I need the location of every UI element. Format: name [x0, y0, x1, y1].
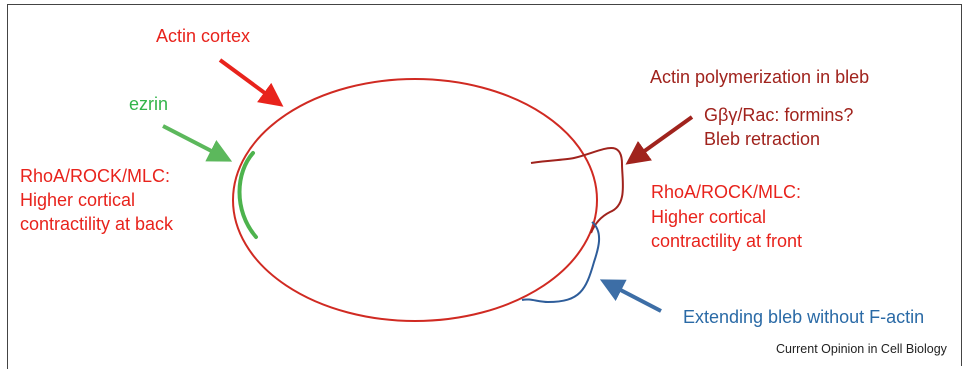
- label-back-line2: Higher cortical: [20, 190, 136, 210]
- label-front-line3: contractility at front: [651, 231, 803, 251]
- label-extending-bleb: Extending bleb without F-actin: [683, 307, 925, 327]
- label-actin-polymerization: Actin polymerization in bleb: [650, 67, 870, 87]
- extending-bleb-outline: [521, 221, 600, 304]
- ezrin-arrow: [162, 124, 233, 162]
- label-back-line1: RhoA/ROCK/MLC:: [20, 166, 171, 186]
- journal-credit: Current Opinion in Cell Biology: [776, 342, 947, 356]
- label-back-line3: contractility at back: [20, 214, 174, 234]
- label-bleb-retraction: Bleb retraction: [704, 129, 821, 149]
- label-front-line2: Higher cortical: [651, 207, 767, 227]
- figure-frame: [7, 4, 962, 366]
- label-formins: Gβγ/Rac: formins?: [704, 105, 854, 125]
- ezrin-arc: [237, 151, 258, 239]
- retracting-bleb-outline: [530, 147, 624, 234]
- extending-bleb-arrow: [599, 279, 662, 313]
- bleb-retraction-arrow: [625, 115, 694, 165]
- actin-cortex-arrow: [218, 58, 284, 107]
- cell-cortex-ellipse: [232, 78, 598, 322]
- label-actin-cortex: Actin cortex: [156, 26, 251, 46]
- frame-tick: [7, 358, 8, 369]
- label-ezrin: ezrin: [129, 94, 169, 114]
- label-front-line1: RhoA/ROCK/MLC:: [651, 182, 802, 202]
